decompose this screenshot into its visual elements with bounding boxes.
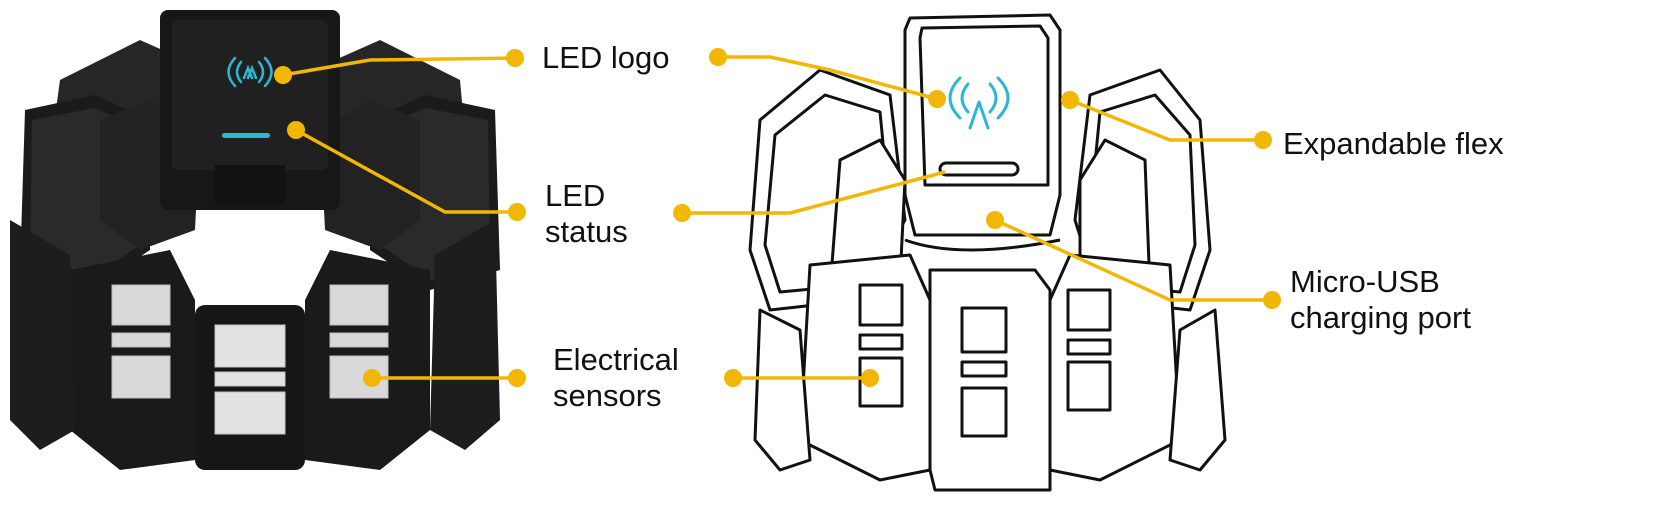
armband-line-art [748,13,1227,492]
label-micro-usb-line2: charging port [1290,300,1471,335]
armband-photo [10,10,500,470]
sensor-pods [10,220,500,470]
label-led-logo: LED logo [542,40,670,76]
label-led-status-line2: status [545,214,628,249]
myo-armband-logo-icon [227,56,273,88]
label-led-logo-text: LED logo [542,40,670,75]
line-art-led-bar [938,161,1020,177]
sensor-pad [111,284,171,326]
callout-dot [274,66,292,84]
line-art-logo-icon [948,76,1010,130]
label-expandable-flex: Expandable flex [1283,126,1504,162]
label-micro-usb: Micro-USB charging port [1290,264,1471,336]
led-status-bar [222,133,270,138]
label-electrical-sensors: Electrical sensors [553,342,679,414]
callout-lines [282,55,1272,380]
label-electrical-line2: sensors [553,378,662,413]
label-micro-usb-line1: Micro-USB [1290,264,1440,299]
label-expandable-flex-text: Expandable flex [1283,126,1504,161]
pod-mid-right [320,100,420,250]
label-led-status-line1: LED [545,178,606,213]
callout-dots [274,48,1281,387]
label-led-status: LED status [545,178,628,250]
label-electrical-line1: Electrical [553,342,679,377]
